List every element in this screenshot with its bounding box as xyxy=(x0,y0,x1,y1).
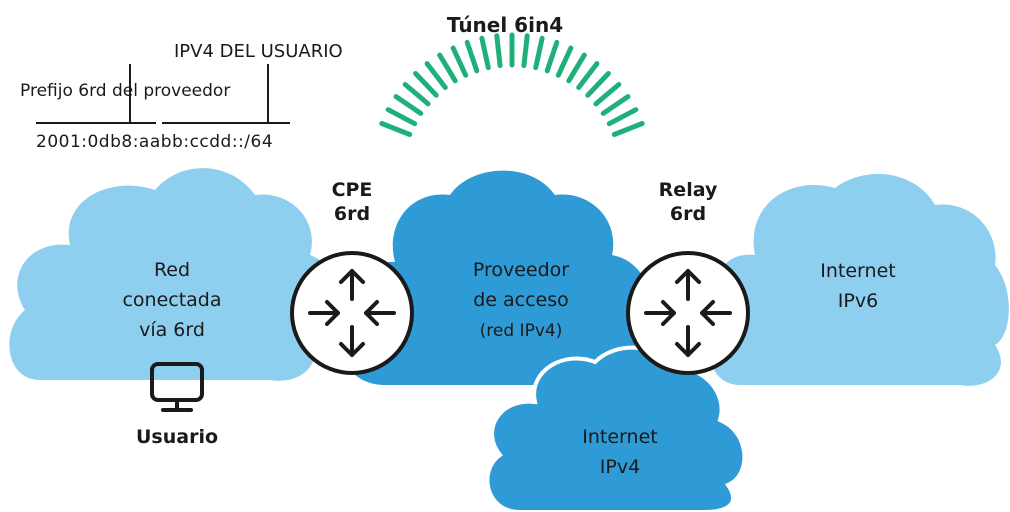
tunnel-dash xyxy=(402,82,431,107)
monitor-icon xyxy=(150,362,204,412)
cloud-left-line2: conectada xyxy=(122,289,221,311)
tunnel-dash xyxy=(413,71,439,98)
tunnel-dash xyxy=(533,35,545,71)
tunnel-dash xyxy=(393,94,424,116)
tunnel-dash xyxy=(479,35,491,71)
tunnel-dash xyxy=(437,52,458,84)
tunnel-dash xyxy=(555,45,574,78)
tunnel-dash xyxy=(464,39,480,74)
tunnel-dash xyxy=(379,121,413,137)
tunnel-dash xyxy=(593,82,622,107)
tunnel-dash xyxy=(585,71,611,98)
cloud-left: Red conectada vía 6rd xyxy=(9,168,339,381)
router-icon xyxy=(290,251,414,375)
cloud-bottom-line2: IPv4 xyxy=(600,456,640,478)
cpe-label-line1: CPE xyxy=(332,179,373,201)
cloud-bottom-shape xyxy=(485,345,747,512)
router-icon xyxy=(626,251,750,375)
cpe-label-line2: 6rd xyxy=(334,203,370,225)
cloud-center-line2: de acceso xyxy=(473,289,569,311)
cloud-right-shape xyxy=(709,173,1009,386)
cloud-bottom: Internet IPv4 xyxy=(485,345,747,512)
cloud-center-shape xyxy=(344,170,651,386)
address-annotation: IPV4 DEL USUARIO Prefijo 6rd del proveed… xyxy=(20,41,343,152)
cloud-left-line1: Red xyxy=(154,259,190,281)
cloud-right: Internet IPv6 xyxy=(709,173,1009,386)
tunnel-dash xyxy=(450,45,469,78)
tunnel-dash xyxy=(544,39,560,74)
tunnel-dash xyxy=(494,33,503,69)
tunnel-dash xyxy=(521,33,530,69)
relay-label-line2: 6rd xyxy=(670,203,706,225)
tunnel-dash xyxy=(606,107,639,127)
tunnel-label: Túnel 6in4 xyxy=(447,13,563,37)
cloud-left-shape xyxy=(9,168,339,381)
cloud-right-line2: IPv6 xyxy=(838,290,878,312)
user-label: Usuario xyxy=(136,426,218,448)
prefix-label: Prefijo 6rd del proveedor xyxy=(20,81,230,101)
cloud-center-line3: (red IPv4) xyxy=(480,321,563,341)
tunnel-arc xyxy=(379,32,645,137)
user: Usuario xyxy=(136,362,218,448)
address-text: 2001:0db8:aabb:ccdd::/64 xyxy=(36,132,273,152)
cloud-left-line3: vía 6rd xyxy=(139,319,205,341)
cpe-router: CPE 6rd xyxy=(290,179,414,375)
tunnel-dash xyxy=(611,121,645,137)
tunnel-dash xyxy=(424,61,448,90)
tunnel-dash xyxy=(600,94,631,116)
tunnel-dash xyxy=(566,52,587,84)
relay-router: Relay 6rd xyxy=(626,179,750,375)
relay-label-line1: Relay xyxy=(659,179,718,201)
cloud-right-line1: Internet xyxy=(820,260,895,282)
cloud-center-line1: Proveedor xyxy=(473,259,569,281)
ipv4-label: IPV4 DEL USUARIO xyxy=(174,41,343,62)
cloud-bottom-line1: Internet xyxy=(582,426,657,448)
cloud-center: Proveedor de acceso (red IPv4) xyxy=(344,170,651,386)
tunnel-dash xyxy=(385,107,418,127)
tunnel-dash xyxy=(576,61,600,90)
